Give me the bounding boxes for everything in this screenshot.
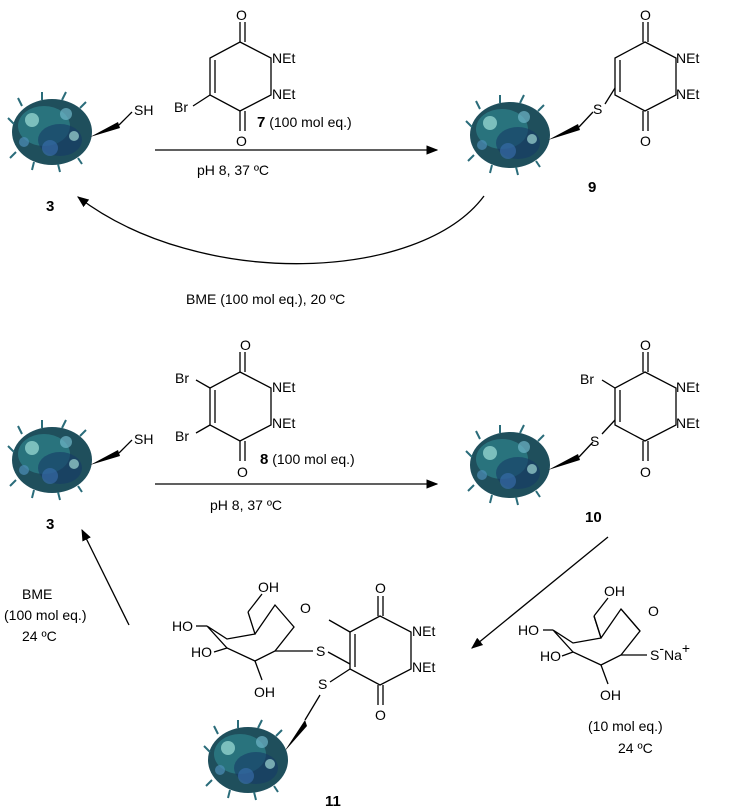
atom-s: S: [590, 433, 599, 449]
compound-number-3: 3: [46, 198, 54, 215]
structure-9-ring: [604, 22, 677, 131]
atom-sh: SH: [134, 102, 153, 118]
protein-3-bottom: [7, 419, 93, 501]
reaction-arrow-bme: [81, 528, 130, 626]
atom-net: NEt: [676, 415, 699, 431]
atom-net: NEt: [272, 379, 295, 395]
atom-s: S: [593, 101, 602, 117]
wedge-bond: [90, 122, 120, 137]
bond: [118, 111, 133, 126]
atom-net: NEt: [272, 50, 295, 66]
protein-3-top: [7, 91, 93, 173]
reagent-7-label: 7 (100 mol eq.): [257, 114, 352, 131]
atom-net: NEt: [412, 659, 435, 675]
reaction-arrow-thiosugar: [471, 536, 609, 649]
structure-11-sugar: [196, 593, 313, 681]
structure-11-ring: [327, 596, 412, 705]
compound-number-9: 9: [588, 179, 596, 196]
compound-number-11: 11: [325, 793, 341, 810]
bond: [304, 694, 321, 721]
atom-o: O: [375, 580, 386, 596]
structure-7: [192, 22, 272, 131]
reaction-arrow-reverse: [77, 195, 485, 265]
atom-o: O: [648, 603, 659, 619]
structure-8: [195, 352, 272, 461]
atom-o: O: [640, 337, 651, 353]
atom-o: O: [375, 707, 386, 723]
atom-o: O: [240, 337, 251, 353]
condition-top-reverse: BME (100 mol eq.), 20 ºC: [186, 291, 345, 307]
atom-ho: HO: [191, 644, 212, 660]
condition-bme-temperature: 24 ºC: [22, 628, 57, 644]
atom-br: Br: [174, 99, 188, 115]
wedge-bond: [548, 124, 580, 140]
atom-sh: SH: [134, 431, 153, 447]
atom-o: O: [236, 133, 247, 149]
atom-net: NEt: [272, 415, 295, 431]
atom-net: NEt: [272, 86, 295, 102]
wedge-bond: [548, 454, 580, 470]
condition-top-forward: pH 8, 37 ºC: [197, 162, 269, 178]
atom-oh: OH: [604, 583, 625, 599]
wedge-bond: [284, 720, 307, 752]
bond: [578, 441, 594, 458]
condition-bottom-forward: pH 8, 37 ºC: [210, 497, 282, 513]
atom-net: NEt: [676, 86, 699, 102]
atom-o: O: [237, 464, 248, 480]
condition-sugar-temperature: 24 ºC: [618, 740, 653, 756]
reagent-8-label: 8 (100 mol eq.): [260, 451, 355, 468]
atom-ho: HO: [172, 618, 193, 634]
atom-oh: OH: [600, 687, 621, 703]
atom-ho: HO: [540, 648, 561, 664]
atom-br: Br: [175, 428, 189, 444]
atom-o: O: [640, 464, 651, 480]
compound-number-3: 3: [46, 516, 54, 533]
thioglucose-reagent: [543, 597, 647, 685]
protein-11: [203, 719, 289, 801]
atom-ho: HO: [518, 622, 539, 638]
atom-o: O: [640, 133, 651, 149]
thiolate-sodium: S-Na+: [650, 640, 690, 663]
compound-number-10: 10: [585, 509, 602, 526]
atom-o: O: [640, 7, 651, 23]
bond: [578, 111, 594, 128]
atom-net: NEt: [676, 379, 699, 395]
condition-sugar-equivalents: (10 mol eq.): [588, 718, 663, 734]
protein-10: [465, 424, 551, 506]
atom-net: NEt: [676, 50, 699, 66]
structure-10-ring: [601, 352, 677, 461]
atom-s: S: [318, 676, 327, 692]
atom-oh: OH: [254, 684, 275, 700]
bond: [118, 439, 133, 454]
atom-br: Br: [580, 371, 594, 387]
condition-bme-equivalents: (100 mol eq.): [4, 607, 86, 623]
protein-9: [465, 94, 551, 176]
atom-o: O: [300, 600, 311, 616]
wedge-bond: [90, 450, 120, 465]
atom-br: Br: [175, 370, 189, 386]
atom-net: NEt: [412, 623, 435, 639]
atom-oh: OH: [258, 579, 279, 595]
atom-s: S: [316, 643, 325, 659]
atom-o: O: [236, 7, 247, 23]
condition-bme: BME: [22, 586, 52, 602]
